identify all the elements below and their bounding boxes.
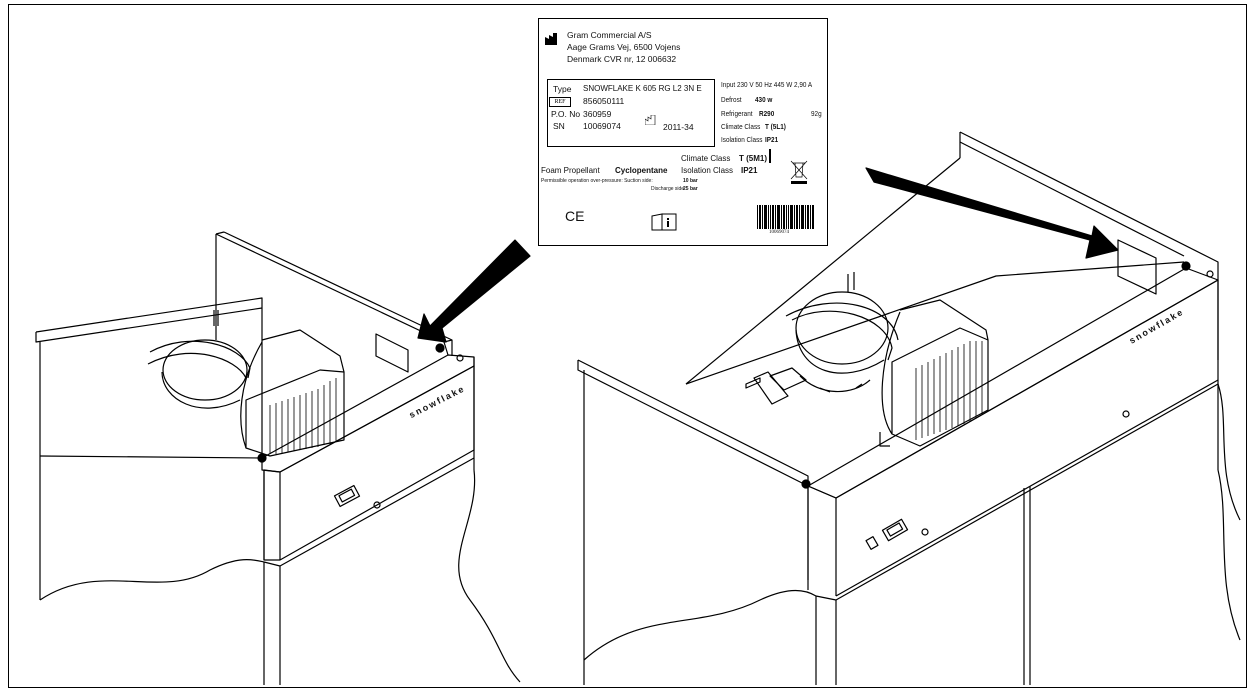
right-cabinet xyxy=(577,131,1241,685)
foam-value: Cyclopentane xyxy=(615,166,668,175)
po-key: P.O. No xyxy=(551,109,581,119)
manufacturer-name: Gram Commercial A/S xyxy=(567,30,652,40)
barcode-number: 10069074 xyxy=(769,230,789,235)
manufacture-date: 2011-34 xyxy=(663,122,694,132)
refrigerant-amount: 92g xyxy=(811,109,822,118)
climate-key-2: Climate Class xyxy=(681,154,731,163)
manufacturer-icon xyxy=(545,33,557,45)
discharge-value: 25 bar xyxy=(683,186,698,192)
suction-value: 10 bar xyxy=(683,178,698,184)
type-value: SNOWFLAKE K 605 RG L2 3N E xyxy=(583,84,702,93)
permissible-text: Permissible operation over-pressure: Suc… xyxy=(541,178,653,184)
foam-key: Foam Propellant xyxy=(541,166,600,175)
figure-frame xyxy=(8,4,1247,688)
rating-label: Gram Commercial A/S Aage Grams Vej, 6500… xyxy=(538,18,828,246)
discharge-key: Discharge side: xyxy=(651,186,686,192)
divider-mark xyxy=(769,149,771,163)
manual-info-icon xyxy=(651,213,677,231)
type-key: Type xyxy=(553,84,572,94)
refrigerant-value: R290 xyxy=(759,109,775,118)
climate-value-1: T (5L1) xyxy=(765,122,786,131)
defrost-value: 430 w xyxy=(755,95,773,104)
sn-value: 10069074 xyxy=(583,121,621,131)
manufacturer-address: Aage Grams Vej, 6500 Vojens xyxy=(567,42,681,52)
input-spec: Input 230 V 50 Hz 445 W 2,90 A xyxy=(721,80,813,89)
ref-value: 856050111 xyxy=(583,96,625,106)
barcode-icon xyxy=(757,205,814,229)
ref-box: REF xyxy=(549,97,571,107)
isolation-value-2: IP21 xyxy=(741,166,758,175)
sn-key: SN xyxy=(553,121,565,131)
climate-key-1: Climate Class xyxy=(721,122,761,131)
manufacturer-country: Denmark CVR nr, 12 006632 xyxy=(567,54,677,64)
isolation-key-2: Isolation Class xyxy=(681,166,734,175)
manufacture-date-icon xyxy=(645,115,656,125)
weee-bin-icon xyxy=(790,160,808,184)
ce-mark: CE xyxy=(565,208,585,224)
isolation-value-1: IP21 xyxy=(765,135,779,144)
defrost-key: Defrost xyxy=(721,95,742,104)
refrigerant-key: Refrigerant xyxy=(721,109,753,118)
po-value: 360959 xyxy=(583,109,612,119)
climate-value-2: T (5M1) xyxy=(739,154,767,163)
left-cabinet xyxy=(35,231,521,685)
arrow-icon xyxy=(417,239,531,343)
isolation-key-1: Isolation Class xyxy=(721,135,763,144)
type-box xyxy=(547,79,715,147)
